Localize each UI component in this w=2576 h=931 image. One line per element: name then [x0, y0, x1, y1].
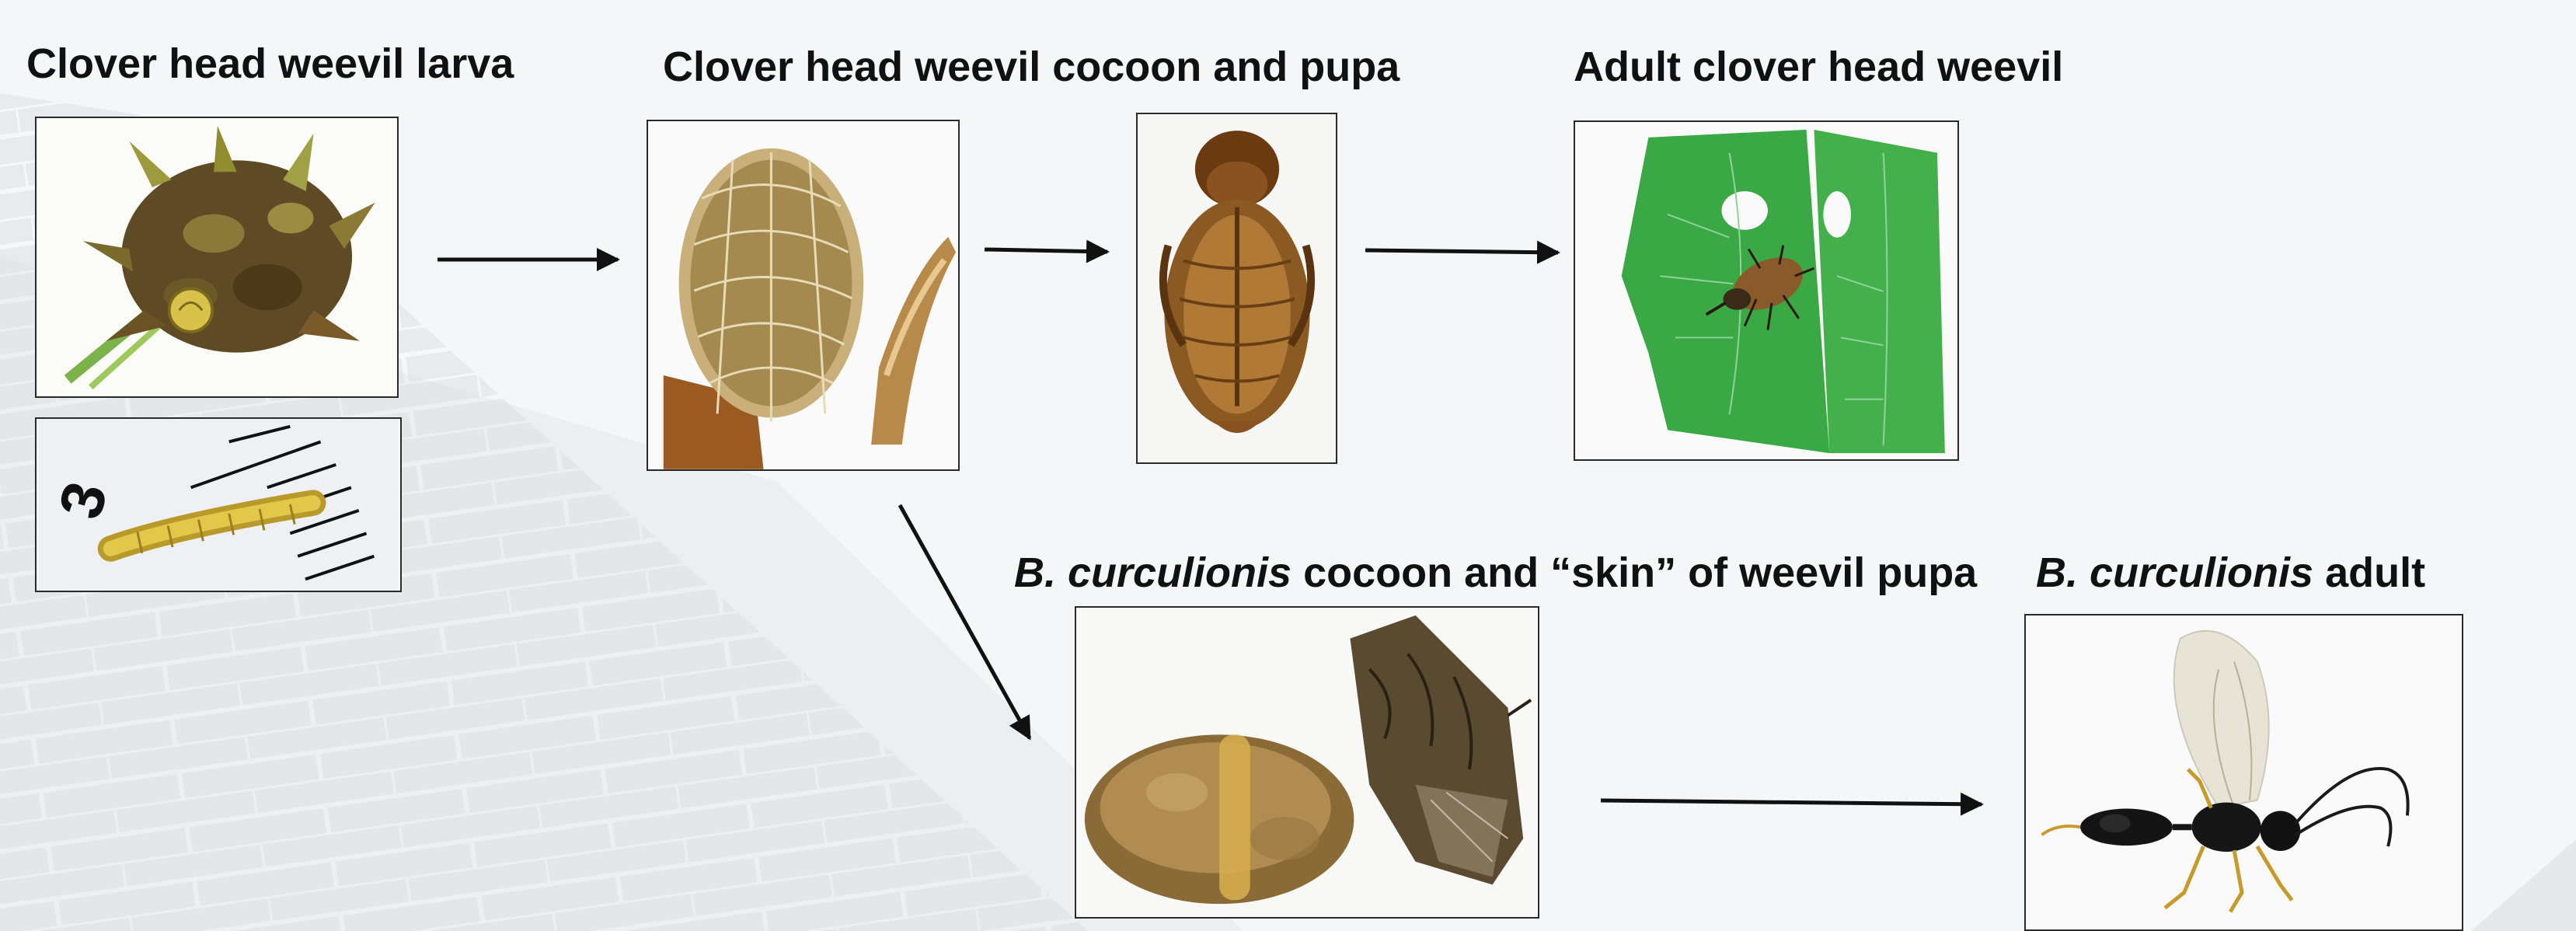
species-name: B. curculionis: [1014, 549, 1291, 596]
weevil-pupa-photo: [1136, 113, 1337, 464]
parasitoid-cocoon-title: B. curculionis cocoon and “skin” of weev…: [1014, 552, 1977, 594]
parasitoid-adult-photo: [2024, 614, 2463, 931]
parasitoid-adult-title: B. curculionis adult: [2036, 552, 2425, 594]
larva-title: Clover head weevil larva: [26, 43, 514, 85]
larva-on-ruler-photo: 3: [35, 417, 402, 592]
weevil-cocoon-photo: [647, 120, 960, 471]
larva-in-clover-photo: [35, 117, 399, 398]
species-name: B. curculionis: [2036, 549, 2313, 596]
cocoon-pupa-title: Clover head weevil cocoon and pupa: [663, 46, 1400, 88]
adult-weevil-on-leaf-photo: [1574, 120, 1959, 461]
adult-weevil-title: Adult clover head weevil: [1574, 46, 2063, 88]
parasitoid-cocoon-photo: [1075, 606, 1539, 919]
